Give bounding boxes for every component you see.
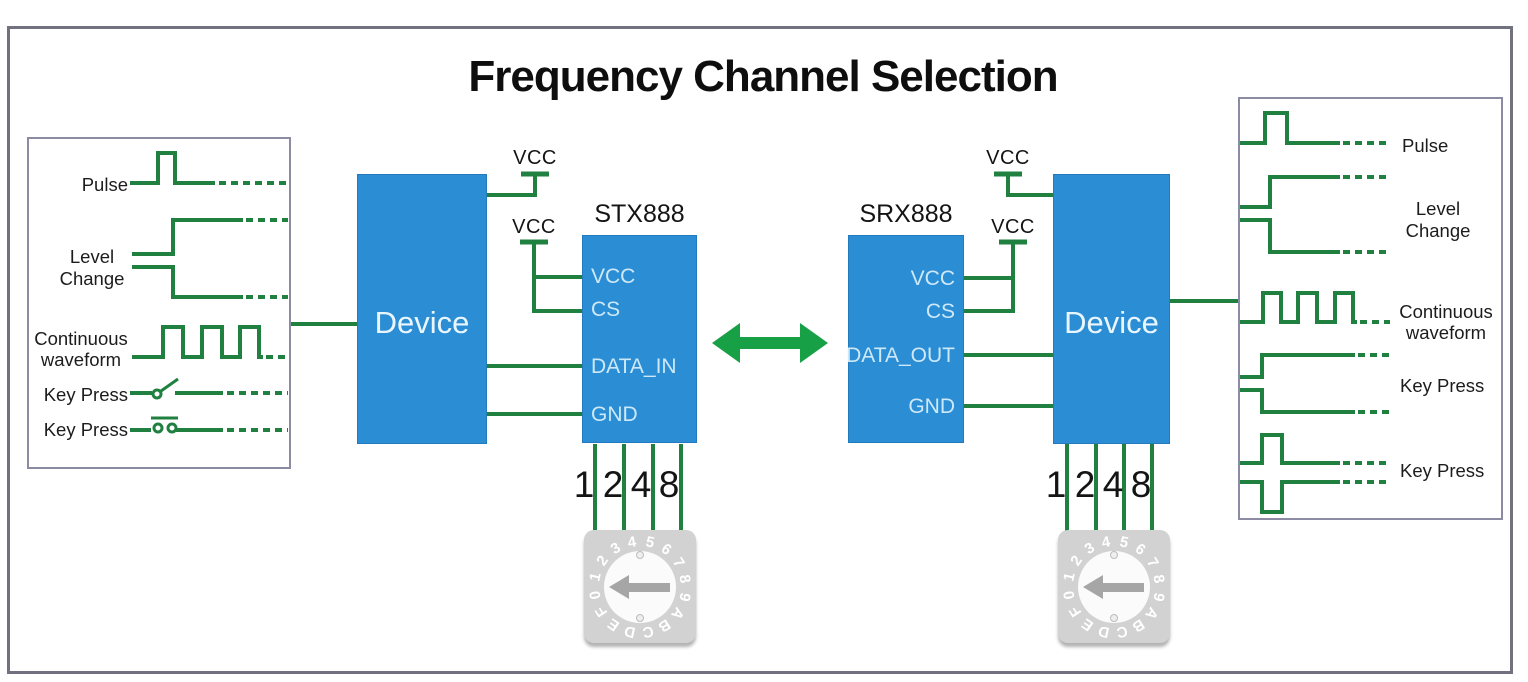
- dial-pointer-icon: [609, 575, 629, 599]
- vcc-label: VCC: [512, 216, 556, 238]
- srx888-title: SRX888: [859, 200, 953, 228]
- srx888-chip: VCC CS DATA_OUT GND: [846, 235, 964, 443]
- srx-pin-gnd: GND: [908, 395, 955, 418]
- device-box-right: Device: [1053, 174, 1170, 444]
- pulse-label-right: Pulse: [1402, 135, 1449, 156]
- key-press-1-label-left: Key Press: [43, 384, 128, 405]
- bit-label-1: 1: [573, 464, 595, 505]
- bit-label-1: 1: [1045, 464, 1067, 505]
- key-press-2-label-right: Key Press: [1400, 460, 1485, 481]
- stx-pin-data-in: DATA_IN: [591, 355, 677, 378]
- stx888-chip: VCC CS DATA_IN GND: [582, 235, 697, 443]
- device-label-left: Device: [374, 305, 470, 340]
- continuous-waveform-label-left: Continuous waveform: [34, 328, 128, 370]
- vcc-label: VCC: [986, 147, 1030, 169]
- dial-hole-icon: [1110, 551, 1118, 559]
- bit-label-2: 2: [1074, 464, 1096, 505]
- key-press-1-label-right: Key Press: [1400, 375, 1485, 396]
- srx-pin-vcc: VCC: [910, 267, 955, 290]
- device-box-left: Device: [357, 174, 487, 444]
- dial-hole-icon: [1110, 614, 1118, 622]
- output-signal-panel: [1238, 97, 1503, 520]
- level-change-label-right: Level Change: [1405, 198, 1471, 241]
- bit-label-8: 8: [658, 464, 680, 505]
- vcc-label: VCC: [991, 216, 1035, 238]
- srx-pin-data-out: DATA_OUT: [846, 344, 955, 367]
- level-change-label-left: Level Change: [59, 246, 125, 289]
- dial-pointer-icon: [1102, 583, 1144, 592]
- diagram-title: Frequency Channel Selection: [468, 52, 1058, 101]
- stx-pin-gnd: GND: [591, 403, 638, 426]
- dial-hole-icon: [636, 614, 644, 622]
- device-label-right: Device: [1064, 305, 1159, 340]
- dial-pointer-icon: [628, 583, 670, 592]
- continuous-waveform-label-right: Continuous waveform: [1399, 301, 1493, 343]
- diagram-outer-frame: [7, 26, 1513, 674]
- bit-label-4: 4: [1102, 464, 1124, 505]
- dial-hole-icon: [636, 551, 644, 559]
- stx888-title: STX888: [594, 200, 685, 228]
- srx-pin-cs: CS: [925, 300, 955, 323]
- stx-pin-vcc: VCC: [591, 265, 636, 288]
- key-press-2-label-left: Key Press: [43, 419, 128, 440]
- input-signal-panel: [27, 137, 291, 469]
- stx-pin-cs: CS: [591, 298, 621, 321]
- bit-label-8: 8: [1130, 464, 1152, 505]
- pulse-label-left: Pulse: [81, 174, 128, 195]
- vcc-label: VCC: [513, 147, 557, 169]
- dial-pointer-icon: [1083, 575, 1103, 599]
- bit-label-2: 2: [602, 464, 624, 505]
- bit-label-4: 4: [630, 464, 652, 505]
